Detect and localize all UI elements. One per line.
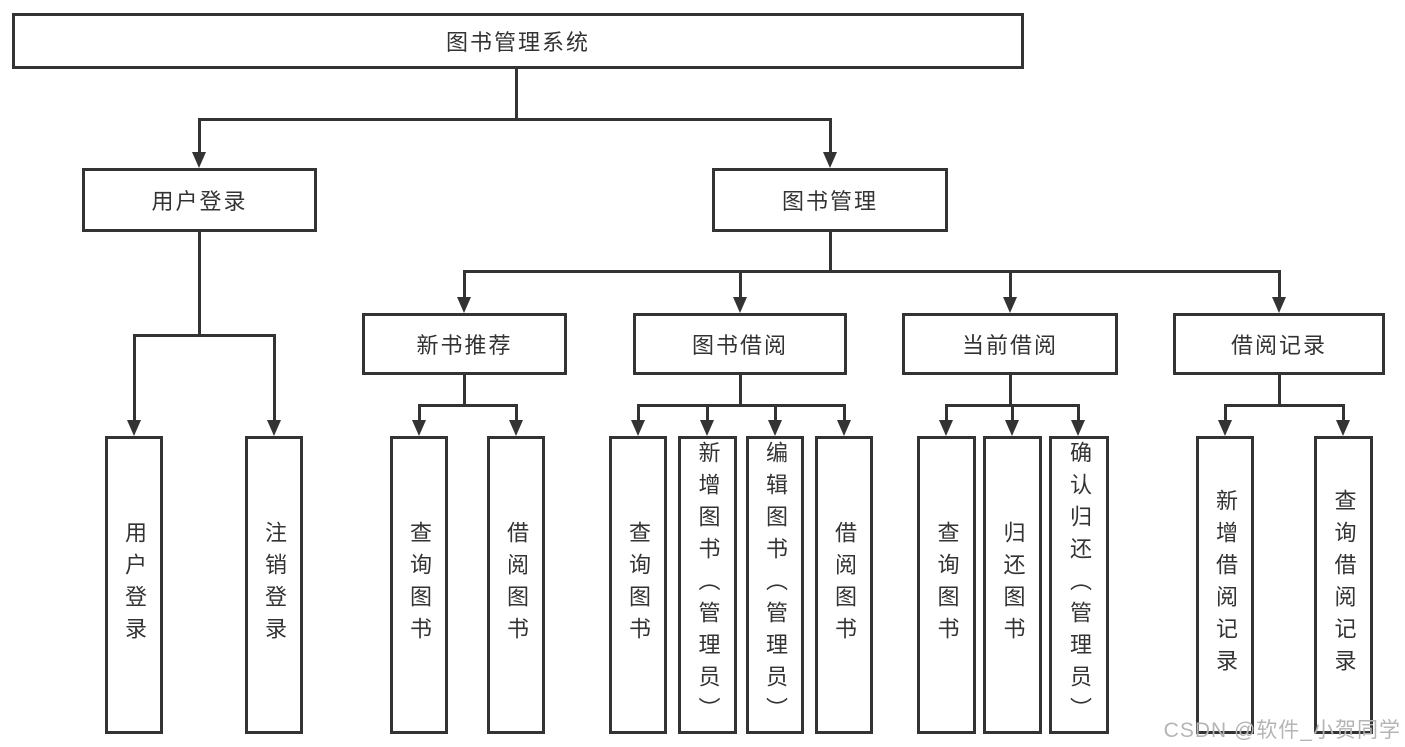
arrow-down-icon bbox=[192, 152, 206, 168]
leaf-query-books-recommend: 查询图书 bbox=[390, 436, 448, 734]
connector-vline bbox=[637, 404, 640, 424]
node-book-borrow: 图书借阅 bbox=[633, 313, 847, 375]
connector-vline bbox=[774, 404, 777, 424]
connector-hline bbox=[198, 118, 831, 121]
connector-vline bbox=[133, 334, 136, 423]
connector-vline bbox=[515, 69, 518, 119]
arrow-down-icon bbox=[412, 420, 426, 436]
leaf-logout-login: 注销登录 bbox=[245, 436, 303, 734]
node-book-management: 图书管理 bbox=[712, 168, 948, 232]
connector-vline bbox=[706, 404, 709, 424]
leaf-borrow-books: 借阅图书 bbox=[815, 436, 873, 734]
leaf-query-borrow-record: 查询借阅记录 bbox=[1314, 436, 1373, 734]
connector-vline bbox=[1011, 404, 1014, 424]
connector-vline bbox=[273, 334, 276, 423]
connector-vline bbox=[1342, 404, 1345, 424]
connector-vline bbox=[198, 232, 201, 336]
connector-hline bbox=[1224, 404, 1345, 407]
arrow-down-icon bbox=[733, 297, 747, 313]
node-new-book-recommend: 新书推荐 bbox=[362, 313, 567, 375]
connector-vline bbox=[1077, 404, 1080, 424]
leaf-confirm-return-admin: 确认归还（管理员） bbox=[1049, 436, 1109, 734]
arrow-down-icon bbox=[1218, 420, 1232, 436]
arrow-down-icon bbox=[457, 297, 471, 313]
connector-hline bbox=[463, 270, 1281, 273]
node-current-borrow: 当前借阅 bbox=[902, 313, 1118, 375]
arrow-down-icon bbox=[1003, 297, 1017, 313]
watermark: CSDN @软件_小贺同学 bbox=[1163, 719, 1401, 742]
leaf-add-books-admin: 新增图书（管理员） bbox=[678, 436, 737, 734]
connector-vline bbox=[739, 375, 742, 407]
leaf-edit-books-admin: 编辑图书（管理员） bbox=[746, 436, 804, 734]
node-user-login: 用户登录 bbox=[82, 168, 317, 232]
connector-vline bbox=[829, 232, 832, 273]
leaf-return-books: 归还图书 bbox=[983, 436, 1042, 734]
connector-vline bbox=[1278, 375, 1281, 407]
arrow-down-icon bbox=[837, 420, 851, 436]
node-library-system: 图书管理系统 bbox=[12, 13, 1024, 69]
connector-vline bbox=[418, 404, 421, 424]
arrow-down-icon bbox=[1336, 420, 1350, 436]
connector-hline bbox=[133, 334, 276, 337]
arrow-down-icon bbox=[700, 420, 714, 436]
connector-vline bbox=[843, 404, 846, 424]
connector-vline bbox=[1009, 375, 1012, 407]
leaf-add-borrow-record: 新增借阅记录 bbox=[1196, 436, 1254, 734]
leaf-query-books: 查询图书 bbox=[609, 436, 667, 734]
arrow-down-icon bbox=[631, 420, 645, 436]
connector-vline bbox=[1224, 404, 1227, 424]
connector-hline bbox=[945, 404, 1080, 407]
arrow-down-icon bbox=[267, 420, 281, 436]
leaf-user-login: 用户登录 bbox=[105, 436, 163, 734]
connector-vline bbox=[463, 270, 466, 300]
arrow-down-icon bbox=[127, 420, 141, 436]
connector-vline bbox=[829, 118, 832, 156]
connector-vline bbox=[1278, 270, 1281, 300]
connector-vline bbox=[463, 375, 466, 407]
connector-vline bbox=[515, 404, 518, 424]
connector-vline bbox=[198, 118, 201, 156]
connector-vline bbox=[739, 270, 742, 300]
node-borrow-records: 借阅记录 bbox=[1173, 313, 1385, 375]
arrow-down-icon bbox=[768, 420, 782, 436]
arrow-down-icon bbox=[1071, 420, 1085, 436]
connector-hline bbox=[418, 404, 518, 407]
connector-vline bbox=[945, 404, 948, 424]
connector-hline bbox=[637, 404, 846, 407]
leaf-borrow-books-recommend: 借阅图书 bbox=[487, 436, 545, 734]
arrow-down-icon bbox=[1272, 297, 1286, 313]
arrow-down-icon bbox=[939, 420, 953, 436]
leaf-query-books-current: 查询图书 bbox=[917, 436, 976, 734]
connector-vline bbox=[1009, 270, 1012, 300]
arrow-down-icon bbox=[509, 420, 523, 436]
arrow-down-icon bbox=[823, 152, 837, 168]
arrow-down-icon bbox=[1005, 420, 1019, 436]
